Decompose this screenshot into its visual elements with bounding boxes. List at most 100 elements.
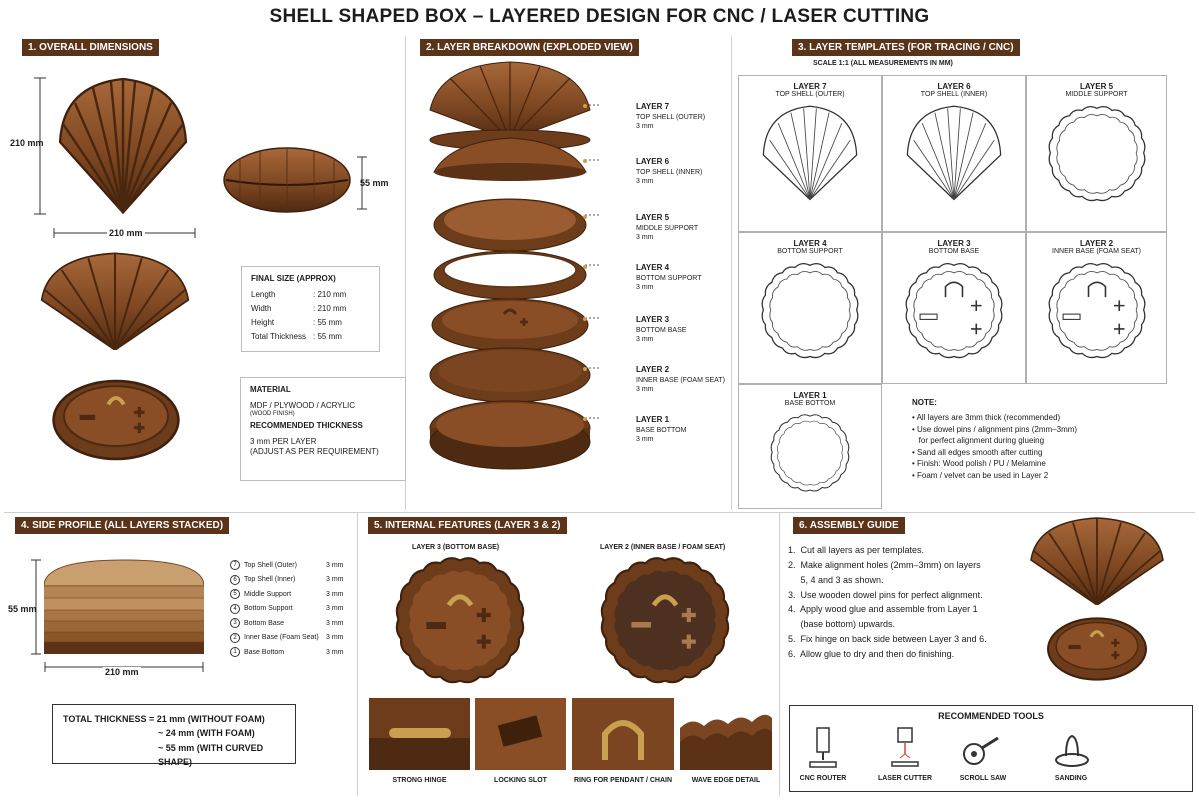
template-name: LAYER 7 — [793, 82, 827, 91]
total-thickness-1: TOTAL THICKNESS = 21 mm (WITHOUT FOAM) — [63, 714, 265, 724]
template-outline — [906, 105, 1002, 201]
assembly-step: 5. Fix hinge on back side between Layer … — [788, 634, 987, 645]
layer-marker — [583, 159, 587, 163]
final-size-row: Height: 55 mm — [251, 318, 370, 328]
template-name: LAYER 2 — [1079, 239, 1114, 248]
template-name: LAYER 1 — [793, 391, 827, 400]
layer3-image — [395, 557, 525, 684]
assembly-step: 5, 4 and 3 as shown. — [788, 574, 884, 585]
slot-photo — [475, 698, 566, 770]
profile-height-dimension — [30, 558, 42, 656]
note-block: NOTE: • All layers are 3mm thick (recomm… — [912, 398, 1102, 482]
page-title: SHELL SHAPED BOX – LAYERED DESIGN FOR CN… — [269, 6, 930, 27]
note-item: for perfect alignment during glueing — [912, 436, 1045, 446]
final-size-value: : 210 mm — [313, 304, 347, 313]
cnc-router-icon — [809, 727, 837, 768]
stack-number: 6 — [230, 574, 240, 585]
total-thickness-2: ~ 24 mm (WITH FOAM) — [158, 728, 255, 739]
sanding-icon — [1055, 734, 1089, 767]
assembly-shell-lid-image — [1030, 517, 1164, 605]
template-outline — [770, 414, 850, 492]
stack-mm: 3 mm — [326, 561, 344, 569]
stack-mm: 3 mm — [326, 576, 344, 584]
assembly-step: 4. Apply wood glue and assemble from Lay… — [788, 604, 978, 615]
template-outline — [762, 105, 858, 201]
layer-name: LAYER 3 — [636, 315, 670, 324]
material-title: MATERIAL — [250, 385, 291, 394]
template-sub: BOTTOM BASE — [928, 248, 980, 255]
divider — [731, 36, 732, 510]
final-size-label: Height — [251, 318, 275, 327]
open-shell-lid-image — [40, 252, 190, 350]
tools-box: RECOMMENDED TOOLS CNC ROUTER LASER CUTTE… — [789, 705, 1193, 792]
material-note: (WOOD FINISH) — [250, 411, 295, 417]
section-header-breakdown: 2. LAYER BREAKDOWN (EXPLODED VIEW) — [420, 39, 639, 56]
note-title: NOTE: — [912, 398, 937, 407]
template-outline — [761, 263, 859, 359]
template-name: LAYER 4 — [793, 239, 827, 248]
stack-row: 6 Top Shell (Inner) 3 mm — [230, 573, 355, 588]
section-header-side-profile: 4. SIDE PROFILE (ALL LAYERS STACKED) — [15, 517, 230, 534]
profile-width-label: 210 mm — [103, 667, 141, 677]
layer-thickness: 3 mm — [636, 335, 654, 343]
wave-edge-photo — [680, 698, 772, 770]
stack-label: Inner Base (Foam Seat) — [244, 634, 319, 642]
tools-title: RECOMMENDED TOOLS — [938, 711, 1044, 721]
layer-name: LAYER 1 — [636, 415, 670, 424]
final-size-value: : 55 mm — [313, 332, 342, 341]
template-outline — [1048, 106, 1145, 202]
layer-name: LAYER 2 — [636, 365, 670, 374]
layer-marker — [583, 104, 587, 108]
side-height-label: 55 mm — [360, 178, 389, 188]
layer-desc: MIDDLE SUPPORT — [636, 225, 699, 232]
layer-desc: TOP SHELL (INNER) — [636, 169, 703, 176]
template-sub: TOP SHELL (INNER) — [920, 91, 988, 98]
layer-name: LAYER 4 — [636, 263, 670, 272]
stack-label: Top Shell (Inner) — [244, 576, 296, 584]
stack-mm: 3 mm — [326, 605, 344, 613]
stack-number: 1 — [230, 647, 240, 658]
assembly-steps: 1. Cut all layers as per templates.2. Ma… — [788, 543, 1028, 662]
note-item: • Use dowel pins / alignment pins (2mm–3… — [912, 424, 1078, 434]
assembly-shell-tray-image — [1046, 616, 1148, 682]
layer-marker — [583, 265, 587, 269]
layer-thickness: 3 mm — [636, 233, 654, 241]
total-thickness-box: TOTAL THICKNESS = 21 mm (WITHOUT FOAM) ~… — [52, 704, 296, 767]
layer-desc: BOTTOM BASE — [636, 327, 687, 334]
template-sub: MIDDLE SUPPORT — [1065, 91, 1128, 98]
layer3-caption: LAYER 3 (BOTTOM BASE) — [412, 544, 500, 551]
layer-thickness: 3 mm — [636, 435, 654, 443]
layer-marker — [583, 367, 587, 371]
layer-marker — [583, 215, 587, 219]
thickness-value: 3 mm PER LAYER — [250, 437, 317, 446]
stack-mm: 3 mm — [326, 590, 344, 598]
total-thickness-3: ~ 55 mm (WITH CURVED SHAPE) — [158, 742, 264, 768]
final-size-row: Total Thickness: 55 mm — [251, 332, 370, 342]
template-name: LAYER 3 — [937, 239, 971, 248]
width-label: 210 mm — [107, 228, 145, 238]
layer2-caption: LAYER 2 (INNER BASE / FOAM SEAT) — [600, 544, 726, 551]
assembly-step: 1. Cut all layers as per templates. — [788, 545, 925, 555]
note-item: • Finish: Wood polish / PU / Melamine — [912, 459, 1046, 469]
section-header-templates: 3. LAYER TEMPLATES (FOR TRACING / CNC) — [792, 39, 1020, 56]
divider — [357, 512, 358, 796]
note-item: • Foam / velvet can be used in Layer 2 — [912, 470, 1049, 480]
layer-name: LAYER 6 — [636, 157, 670, 166]
tool-laser-cutter: LASER CUTTER — [877, 775, 933, 782]
section-header-internal: 5. INTERNAL FEATURES (LAYER 3 & 2) — [368, 517, 567, 534]
side-profile-image — [44, 559, 204, 654]
final-size-row: Length: 210 mm — [251, 290, 370, 300]
